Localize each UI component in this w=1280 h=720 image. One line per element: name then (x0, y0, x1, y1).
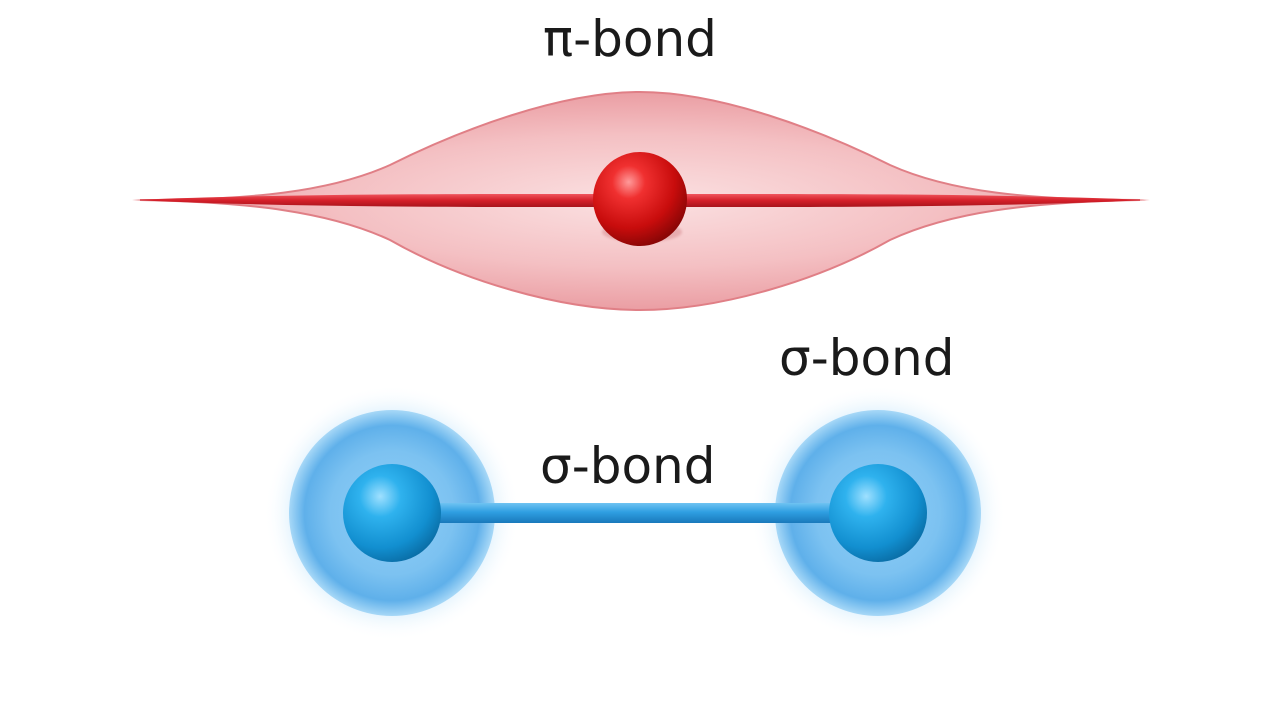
pi-atom-sphere (593, 152, 687, 246)
sigma-bond-group (264, 385, 1006, 641)
pi-bond-group (132, 90, 1150, 312)
sigma-bond-label-center: σ-bond (540, 437, 716, 495)
sigma-bond-rod (410, 503, 860, 523)
right-atom-nucleus (829, 464, 927, 562)
left-atom-nucleus (343, 464, 441, 562)
sigma-bond-label-right: σ-bond (779, 329, 955, 387)
pi-bond-label: π-bond (543, 10, 717, 68)
